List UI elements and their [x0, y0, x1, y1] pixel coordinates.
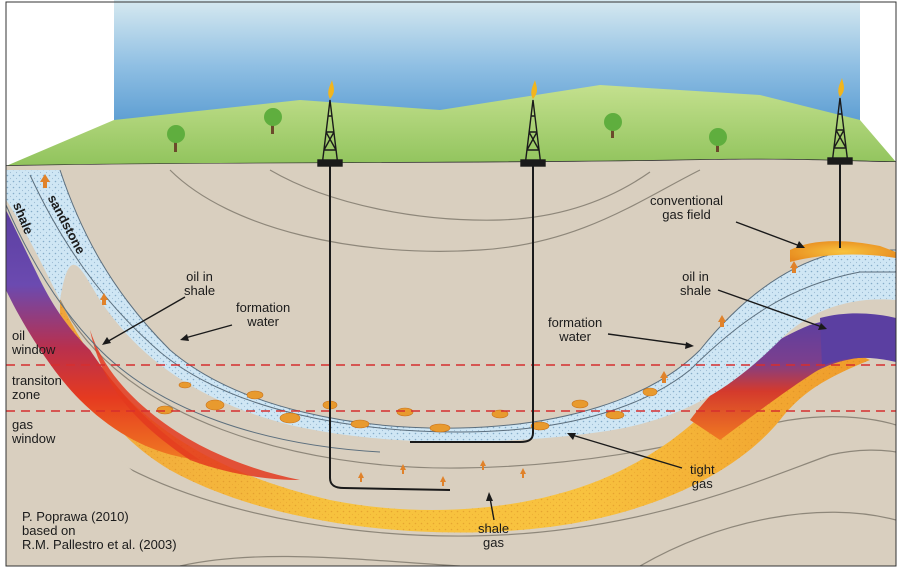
label-conventional-gas-field: conventional gas field	[650, 193, 723, 222]
derrick-icon	[317, 99, 343, 167]
leader-arrows	[102, 221, 827, 521]
left-shale-window	[6, 210, 200, 460]
credit-line: P. Poprawa (2010)	[22, 509, 129, 524]
label-transition-zone: transiton zone	[12, 373, 62, 402]
tree-icon	[604, 113, 622, 138]
derrick-icon	[827, 97, 853, 165]
source-credit: P. Poprawa (2010) based on R.M. Pallestr…	[22, 510, 177, 552]
label-oil-in-shale-right: oil in shale	[680, 269, 712, 298]
grass-hill	[6, 85, 896, 170]
label-oil-window: oil window	[12, 328, 56, 357]
credit-line: based on	[22, 523, 76, 538]
credit-line: R.M. Pallestro et al. (2003)	[22, 537, 177, 552]
label-formation-water-left: formation water	[236, 300, 291, 329]
conventional-gas-field	[790, 241, 896, 262]
tree-icon	[264, 108, 282, 134]
tree-icon	[167, 125, 185, 152]
label-shale-gas: shale gas	[478, 521, 510, 550]
window-boundaries	[6, 364, 896, 412]
tree-icon	[709, 128, 727, 152]
label-formation-water-right: formation water	[548, 315, 603, 344]
label-tight-gas: tight gas	[690, 462, 715, 491]
wells	[329, 164, 841, 491]
derrick-icon	[520, 99, 546, 167]
label-oil-in-shale-left: oil in shale	[184, 269, 216, 298]
flame-icon	[328, 78, 844, 99]
label-gas-window: gas window	[12, 417, 56, 446]
migration-arrows	[40, 174, 798, 486]
